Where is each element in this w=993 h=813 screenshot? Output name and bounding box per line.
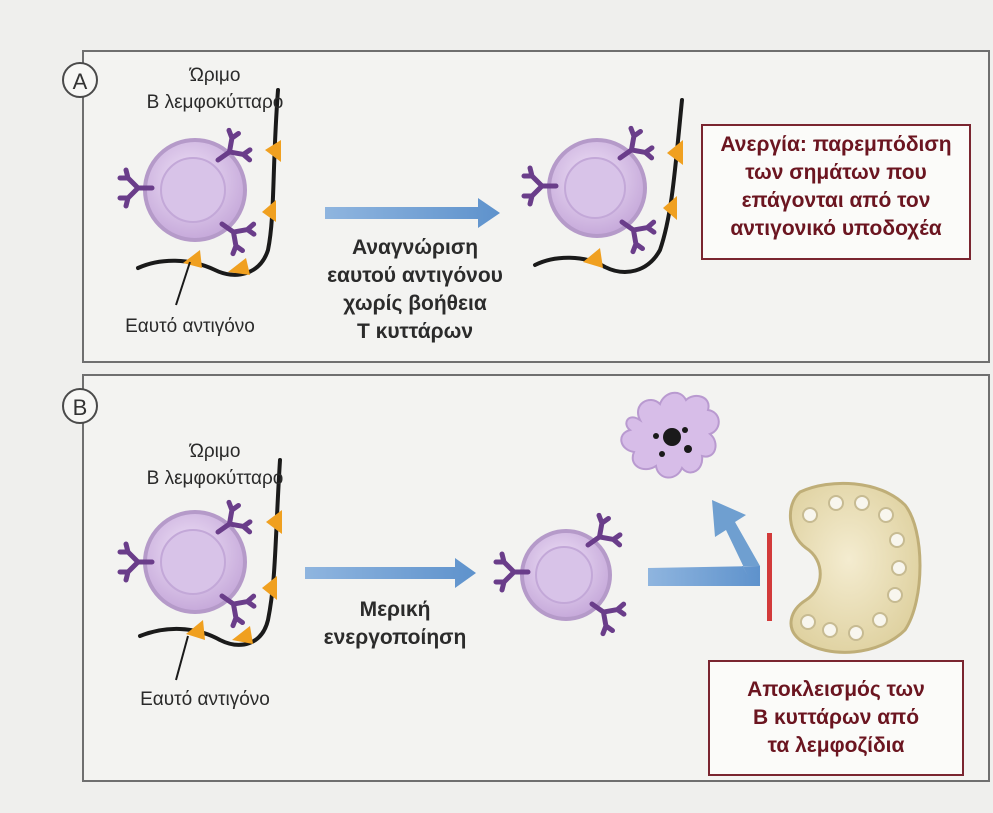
antigen-label-b: Εαυτό αντιγόνο <box>140 689 270 710</box>
membrane-a2 <box>533 98 684 274</box>
self-antigen-a7 <box>583 248 603 268</box>
cell-label-line: Ώριμο <box>189 65 241 86</box>
arrow-b <box>305 558 476 588</box>
result-line: αντιγονικό υποδοχέα <box>730 217 942 240</box>
block-bar <box>767 533 772 621</box>
cell-label-line: Β λεμφοκύτταρο <box>146 92 284 113</box>
arrow-b-blocked <box>648 566 760 586</box>
membrane-b <box>138 458 282 647</box>
panel-b-badge: Β <box>62 388 98 424</box>
arrow-caption-a: Αναγνώριση εαυτού αντιγόνου χωρίς βοήθει… <box>300 234 530 346</box>
self-antigen-a2 <box>262 200 276 222</box>
result-line: Β κυττάρων από <box>752 706 920 729</box>
result-line: Ανεργία: παρεμπόδιση <box>720 133 952 156</box>
self-antigen-a4 <box>228 258 250 275</box>
arrow-a <box>325 198 500 228</box>
follicle-cells <box>800 495 907 641</box>
self-antigen-b4 <box>232 626 253 644</box>
self-antigen-b3 <box>186 620 205 640</box>
self-antigen-a3 <box>183 250 202 268</box>
membrane-a <box>136 88 280 277</box>
caption-line: εαυτού αντιγόνου <box>327 264 503 287</box>
self-antigen-a5 <box>667 140 683 165</box>
nucleus-a2 <box>564 157 626 219</box>
result-line: Αποκλεισμός των <box>747 678 925 701</box>
anergy-box: Ανεργία: παρεμπόδιση των σημάτων που επά… <box>701 124 971 260</box>
panel-a-badge: A <box>62 62 98 98</box>
cell-label-line: Β λεμφοκύτταρο <box>146 468 284 489</box>
result-line: των σημάτων που <box>745 161 927 184</box>
caption-line: Αναγνώριση <box>351 236 479 259</box>
arrow-b-deflect <box>712 500 760 576</box>
arrow-caption-b: Μερική ενεργοποίηση <box>300 596 490 652</box>
self-antigen-a6 <box>663 196 677 220</box>
self-antigen-a1 <box>265 140 281 162</box>
nucleus-b <box>160 529 226 595</box>
result-line: επάγονται από τον <box>741 189 931 212</box>
cell-label-a: Ώριμο Β λεμφοκύτταρο <box>120 62 310 116</box>
caption-line: Τ κυττάρων <box>356 320 474 343</box>
nucleus-b2 <box>535 546 593 604</box>
cell-label-b: Ώριμο Β λεμφοκύτταρο <box>120 438 310 492</box>
antigen-label-a: Εαυτό αντιγόνο <box>125 316 255 337</box>
exclusion-box: Αποκλεισμός των Β κυττάρων από τα λεμφοζ… <box>708 660 964 776</box>
caption-line: Μερική <box>359 598 431 621</box>
self-antigen-b1 <box>266 510 282 534</box>
result-line: τα λεμφοζίδια <box>767 734 905 757</box>
self-antigen-b2 <box>262 576 277 600</box>
cell-label-line: Ώριμο <box>189 441 241 462</box>
lymphoid-follicle <box>788 481 922 654</box>
caption-line: ενεργοποίηση <box>323 626 467 649</box>
nucleus-a <box>160 157 226 223</box>
caption-line: χωρίς βοήθεια <box>343 292 487 315</box>
